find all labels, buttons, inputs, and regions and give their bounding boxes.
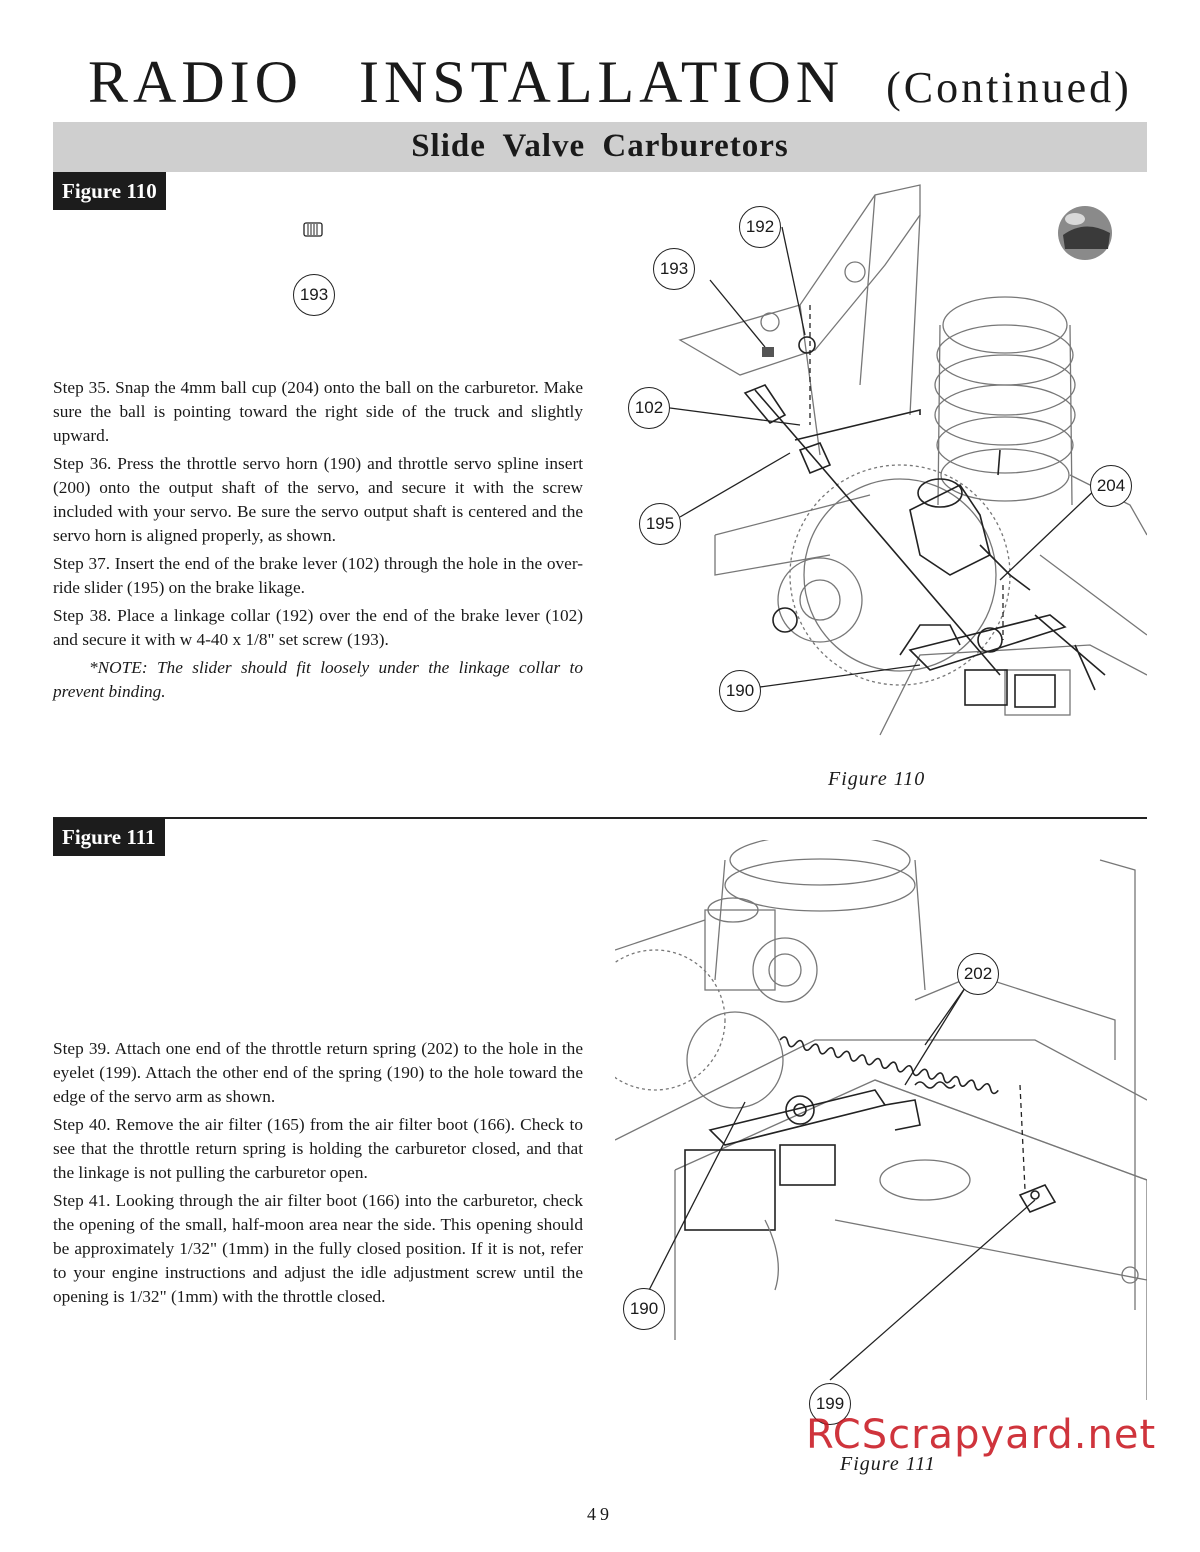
- page-number: 49: [587, 1504, 613, 1524]
- section-bar: [53, 122, 1147, 172]
- step-37: Step 37. Insert the end of the brake lev…: [53, 554, 583, 597]
- set-screw-icon: [303, 222, 323, 237]
- step-36: Step 36. Press the throttle servo horn (…: [53, 454, 583, 545]
- figure-110-caption: Figure 110: [828, 768, 926, 790]
- callout-195: 195: [639, 503, 681, 545]
- slider-note: *NOTE: The slider should fit loosely und…: [53, 658, 583, 701]
- callout-193-small: 193: [293, 274, 335, 316]
- step-41: Step 41. Looking through the air filter …: [53, 1191, 583, 1306]
- callout-102: 102: [628, 387, 670, 429]
- figure-111-steps: Step 39. Attach one end of the throttle …: [53, 1037, 583, 1313]
- title-main: RADIO INSTALLATION: [88, 49, 845, 115]
- callout-204: 204: [1090, 465, 1132, 507]
- title-suffix: (Continued): [886, 63, 1132, 112]
- step-38: Step 38. Place a linkage collar (192) ov…: [53, 606, 583, 649]
- section-divider: [53, 817, 1147, 819]
- step-40: Step 40. Remove the air filter (165) fro…: [53, 1115, 583, 1182]
- callout-193: 193: [653, 248, 695, 290]
- callout-190-lower: 190: [623, 1288, 665, 1330]
- figure-111-tag: Figure 111: [53, 818, 165, 856]
- callout-202: 202: [957, 953, 999, 995]
- figure-111-caption: Figure 111: [840, 1453, 936, 1475]
- watermark: RCScrapyard.net: [806, 1412, 1157, 1458]
- step-35: Step 35. Snap the 4mm ball cup (204) ont…: [53, 378, 583, 445]
- figure-111-illustration: [615, 840, 1147, 1400]
- callout-190: 190: [719, 670, 761, 712]
- callout-192: 192: [739, 206, 781, 248]
- step-39: Step 39. Attach one end of the throttle …: [53, 1039, 583, 1106]
- helmet-icon: [1058, 206, 1112, 260]
- section-title: Slide Valve Carburetors: [411, 128, 789, 164]
- callout-199: 199: [809, 1383, 851, 1425]
- figure-110-steps: Step 35. Snap the 4mm ball cup (204) ont…: [53, 376, 583, 708]
- page-title: RADIO INSTALLATION (Continued): [88, 48, 1132, 117]
- figure-110-tag: Figure 110: [53, 172, 166, 210]
- figure-110-illustration: [669, 184, 1147, 736]
